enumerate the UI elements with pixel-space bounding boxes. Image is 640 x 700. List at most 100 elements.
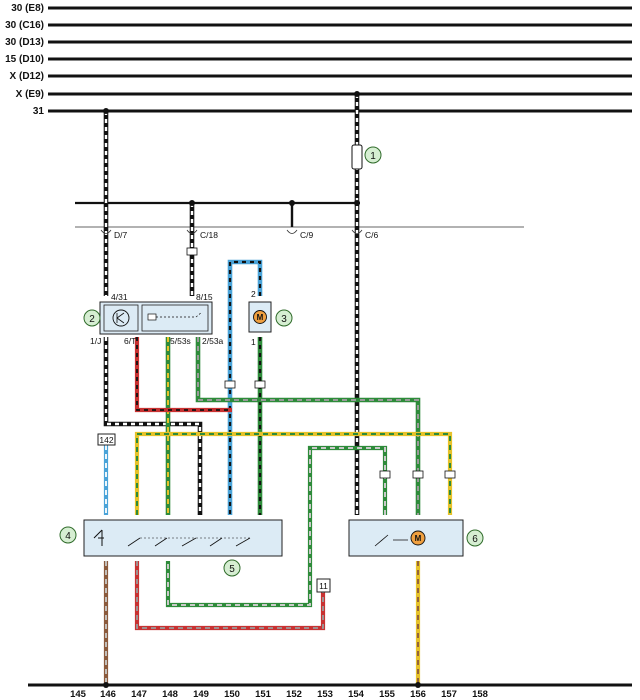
motor-symbol: M <box>415 534 422 543</box>
callout-circle <box>466 529 484 547</box>
bus-label: 31 <box>33 106 45 117</box>
motor-unit-box <box>348 519 464 557</box>
component-4-5-switch: 4 5 <box>59 519 283 577</box>
wire-stripe <box>167 447 386 606</box>
reference-142: 142 <box>97 433 116 446</box>
fuse-body <box>351 144 363 170</box>
wire-stripe <box>136 433 451 515</box>
column-number-row: 145 146 147 148 149 150 151 152 153 154 … <box>70 689 488 700</box>
connector-plug-icon <box>224 380 236 389</box>
bus-label: 15 (D10) <box>5 54 44 65</box>
pin-label: 5/53s <box>170 336 191 346</box>
connector-socket-icon <box>100 229 112 234</box>
motor-icon <box>410 530 426 546</box>
connector-label: C/18 <box>200 230 218 240</box>
bus-label: X (D12) <box>10 71 44 82</box>
bus-label: 30 (D13) <box>5 37 44 48</box>
switch-contacts-icon <box>127 537 251 547</box>
fuse-1: 1 <box>351 144 382 170</box>
column-number: 150 <box>224 689 240 700</box>
pin-label: 6/T <box>124 336 136 346</box>
transistor-icon <box>112 309 130 327</box>
junction-dot <box>289 200 295 206</box>
callout-circle <box>275 309 293 327</box>
connector-plug-icon <box>444 470 456 479</box>
pin-label: 2/53a <box>202 336 224 346</box>
connector-plug-icon <box>254 380 266 389</box>
connector-plug-icon <box>379 470 391 479</box>
connector-label: C/6 <box>365 230 379 240</box>
connector-socket-icon <box>351 229 363 234</box>
wire-stripe <box>136 561 324 629</box>
junction-dot <box>354 200 360 206</box>
callout-circle <box>364 146 382 164</box>
bus-label: 30 (E8) <box>11 3 44 14</box>
column-number: 155 <box>379 689 396 700</box>
column-number: 148 <box>162 689 178 700</box>
junction-dot <box>354 91 360 97</box>
junction-dot <box>103 682 109 688</box>
callout-circle <box>223 559 241 577</box>
junction-dot <box>189 200 195 206</box>
reference-11: 11 <box>316 578 331 593</box>
pin-label: 1 <box>251 337 256 347</box>
wire-stripe <box>197 337 419 515</box>
motor-symbol: M <box>257 313 264 322</box>
pin-label: 1/J <box>90 336 101 346</box>
column-number: 151 <box>255 689 272 700</box>
callout-circle <box>83 309 101 327</box>
relay-contact-icon <box>156 311 203 318</box>
component-number: 5 <box>229 564 235 575</box>
wire-blue-black <box>227 259 263 515</box>
connector-markers: D/7 C/18 C/9 C/6 <box>100 229 379 256</box>
wire-stripe <box>228 260 262 515</box>
component-number: 2 <box>89 314 95 325</box>
callout-circle <box>59 526 77 544</box>
column-number: 153 <box>317 689 333 700</box>
component-number: 1 <box>370 151 376 162</box>
reference-number: 142 <box>99 435 113 445</box>
component-3-motor: M 2 1 3 <box>248 289 293 347</box>
bus-label: 30 (C16) <box>5 20 44 31</box>
wire-stripe <box>104 337 202 515</box>
column-number: 152 <box>286 689 302 700</box>
column-number: 145 <box>70 689 87 700</box>
connector-plug-icon <box>412 470 424 479</box>
component-6-motor-unit: M 6 <box>348 519 484 557</box>
component-number: 4 <box>65 531 71 542</box>
junction-dot <box>415 682 421 688</box>
column-number: 149 <box>193 689 209 700</box>
connector-label: D/7 <box>114 230 128 240</box>
reference-box <box>97 433 116 446</box>
relay-coil-icon <box>147 313 157 321</box>
wire-stripe <box>136 337 232 411</box>
wire-yellow-green <box>134 431 453 515</box>
switch-icon <box>93 529 104 546</box>
pin-label: 2 <box>251 289 256 299</box>
junction-dot <box>103 108 109 114</box>
bus-label: X (E9) <box>16 89 44 100</box>
column-number: 158 <box>472 689 488 700</box>
connector-plug-icon <box>186 247 198 256</box>
transistor-symbol <box>116 312 125 324</box>
column-number: 157 <box>441 689 457 700</box>
component-number: 6 <box>472 534 478 545</box>
wires <box>103 94 453 685</box>
pin-label: 4/31 <box>111 292 128 302</box>
reference-number: 11 <box>319 581 328 591</box>
transistor-section <box>103 304 139 332</box>
component-2-relay: 4/31 8/15 1/J 6/T 5/53s 2/53a 2 <box>83 292 224 346</box>
wire-black-white-1j <box>103 337 203 515</box>
column-number: 146 <box>100 689 116 700</box>
connector-socket-icon <box>286 229 298 234</box>
connector-label: C/9 <box>300 230 314 240</box>
column-number: 156 <box>410 689 426 700</box>
pin-label: 8/15 <box>196 292 213 302</box>
switch-block-box <box>83 519 283 557</box>
component-number: 3 <box>281 314 287 325</box>
bus-bar-group: 30 (E8) 30 (C16) 30 (D13) 15 (D10) X (D1… <box>5 3 632 117</box>
reference-box <box>316 578 331 593</box>
motor-icon <box>253 310 267 324</box>
connector-socket-icon <box>186 229 198 234</box>
